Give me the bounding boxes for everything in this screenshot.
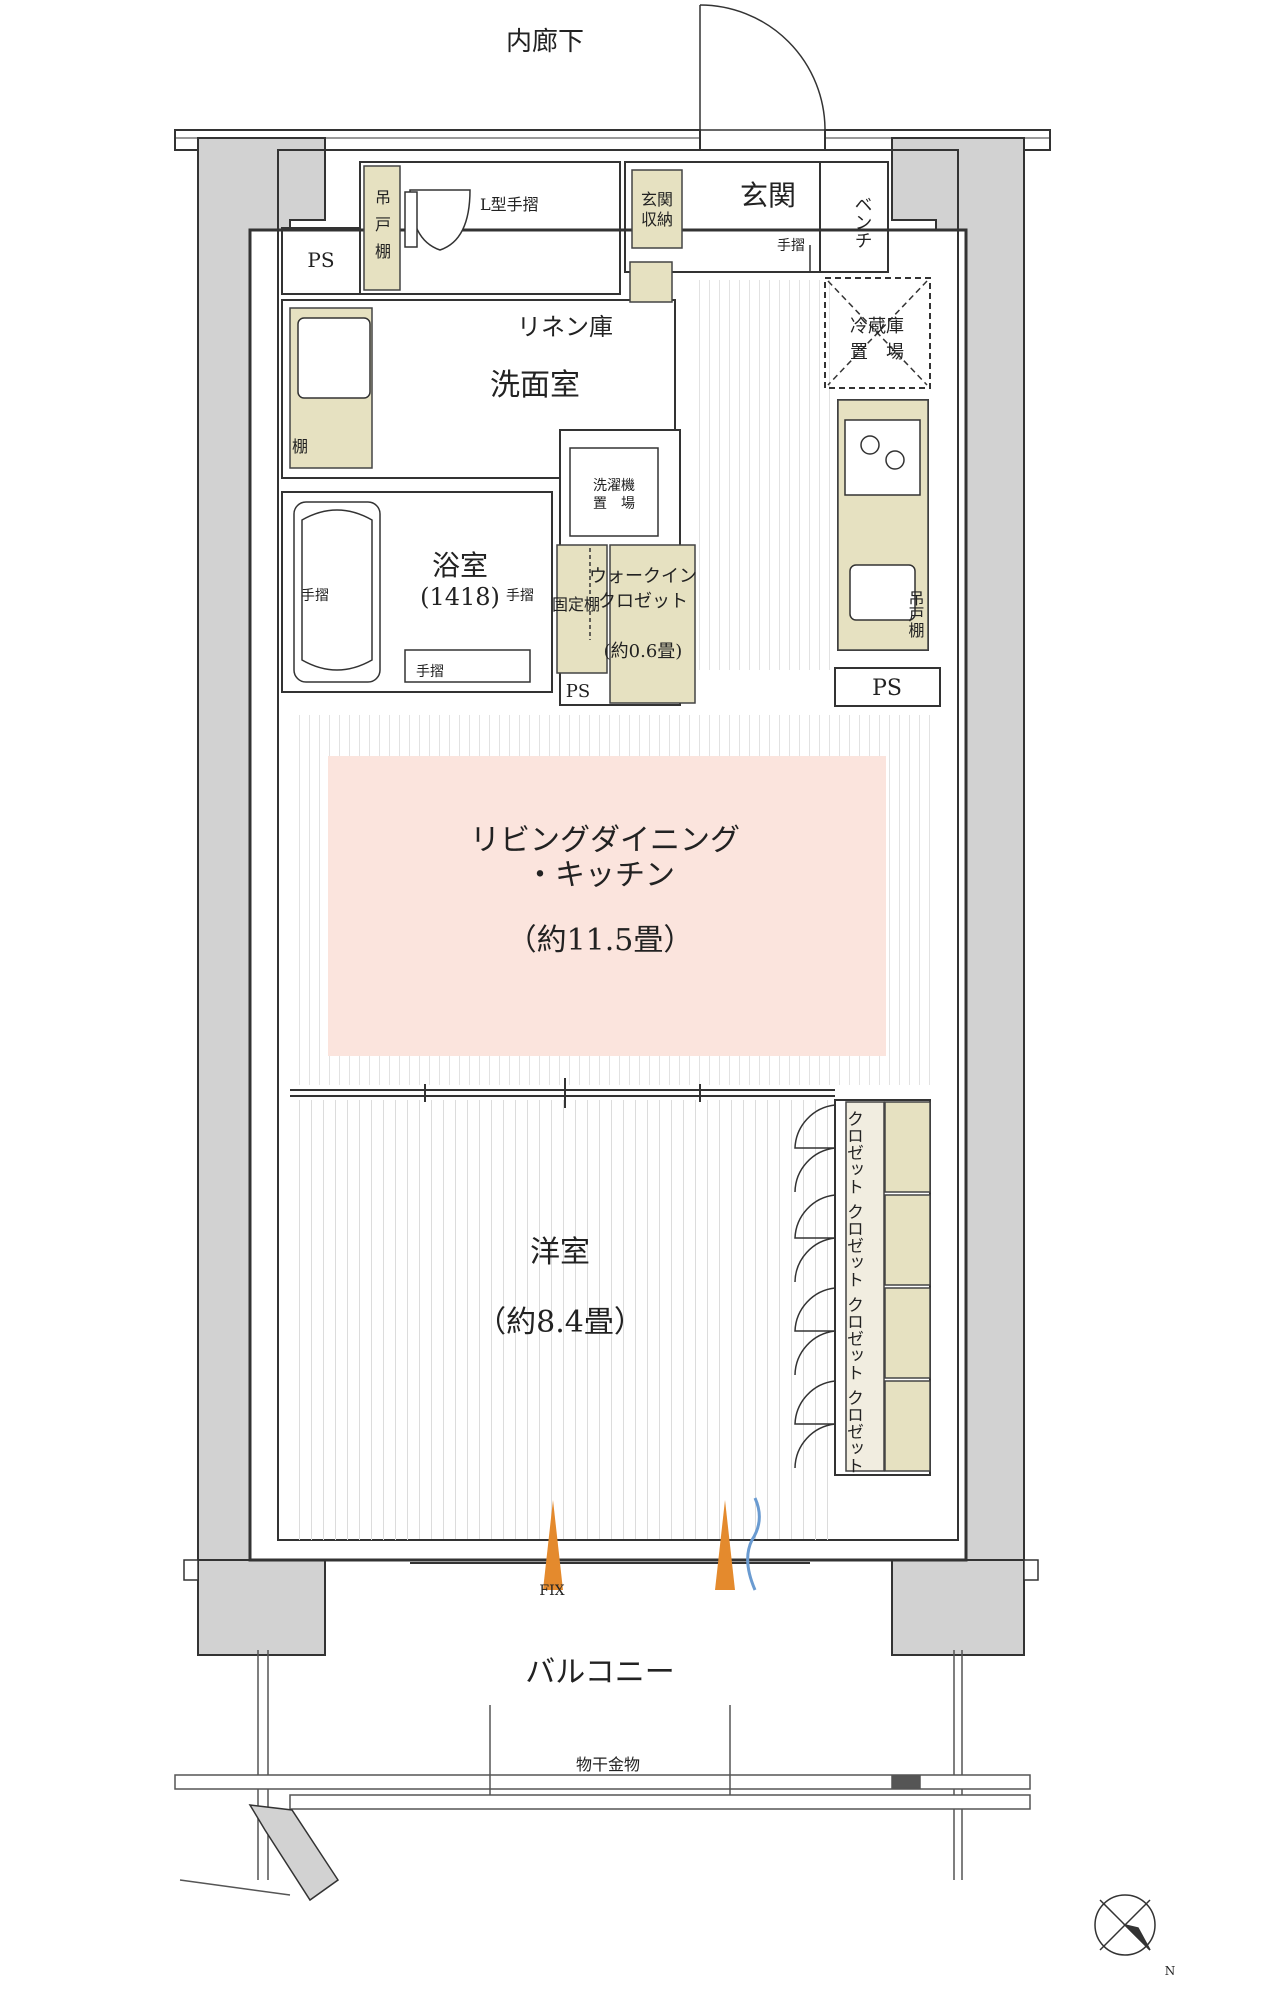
north-compass-icon: [1094, 1894, 1156, 1956]
bath-handrail-left-label: 手摺: [301, 588, 329, 604]
closet-doors[interactable]: [794, 1104, 836, 1469]
closet-label-4: クロゼット: [843, 1389, 863, 1474]
ldk-label-3: （約11.5畳）: [507, 923, 694, 958]
western-floor: [290, 1100, 835, 1540]
closet-label-2: クロゼット: [843, 1203, 863, 1288]
entrance-storage-label-2: 収納: [641, 210, 673, 229]
hall-floor: [696, 280, 832, 670]
linen-label: リネン庫: [517, 313, 613, 341]
bath-handrail-bottom-label: 手摺: [416, 664, 444, 680]
toilet-shelf-label-3: 棚: [375, 242, 391, 261]
washer-label-2: 置 場: [593, 496, 635, 512]
airflow-arrows: [543, 1497, 761, 1591]
entrance-label: 玄関: [740, 179, 796, 212]
washer-label-1: 洗濯機: [593, 478, 635, 494]
toilet-shelf-label-2: 戸: [375, 215, 391, 234]
wic-label-1: ウォークイン: [589, 566, 697, 587]
toilet-handrail-label: L型手摺: [480, 195, 539, 214]
bath-label-2: (1418): [420, 583, 500, 611]
closet-label-3: クロゼット: [843, 1296, 863, 1381]
fix-label: FIX: [539, 1583, 564, 1599]
toilet-shelf-label-1: 吊: [375, 188, 391, 207]
western-label-2: （約8.4畳）: [476, 1305, 644, 1340]
bath-label-1: 浴室: [432, 549, 488, 582]
ldk-label-2: ・キッチン: [525, 858, 675, 893]
washroom-label: 洗面室: [490, 368, 580, 403]
room-labels: 内廊下 玄関 玄関 収納 ベンチ 手摺 PS 吊 戸 棚 L型手摺 リネン庫 冷…: [292, 27, 1175, 1978]
balcony: [174, 1650, 1031, 1902]
ldk-label-1: リビングダイニング: [470, 823, 740, 858]
fridge-label-2: 置 場: [850, 342, 904, 363]
fridge-label-1: 冷蔵庫: [850, 316, 904, 337]
closet-label-1: クロゼット: [843, 1110, 863, 1195]
entrance-storage-label: 玄関: [641, 190, 673, 209]
ps-top-left-label: PS: [307, 248, 334, 272]
wic-label-3: (約0.6畳): [604, 641, 683, 662]
entrance-handrail-label: 手摺: [777, 238, 805, 254]
wic-label-2: クロゼット: [598, 591, 688, 612]
washroom-shelf-label: 棚: [292, 437, 308, 456]
balcony-label: バルコニー: [525, 1655, 674, 1690]
bath-handrail-right-label: 手摺: [506, 588, 534, 604]
corridor-label: 内廊下: [506, 27, 584, 57]
entrance-door[interactable]: [699, 4, 826, 140]
fixtures: [293, 189, 928, 683]
western-label-1: 洋室: [530, 1235, 590, 1270]
ldk-highlight: [328, 756, 886, 1056]
kitchen-shelf-label: 吊戸棚: [906, 590, 925, 639]
ps-right-label: PS: [872, 676, 902, 701]
columns: [183, 137, 1039, 1656]
ps-mid-label: PS: [566, 681, 590, 702]
bench-label: ベンチ: [852, 195, 873, 249]
fixed-shelf-label: 固定棚: [552, 595, 600, 614]
drying-label: 物干金物: [576, 1755, 640, 1774]
north-label: N: [1165, 1964, 1176, 1978]
